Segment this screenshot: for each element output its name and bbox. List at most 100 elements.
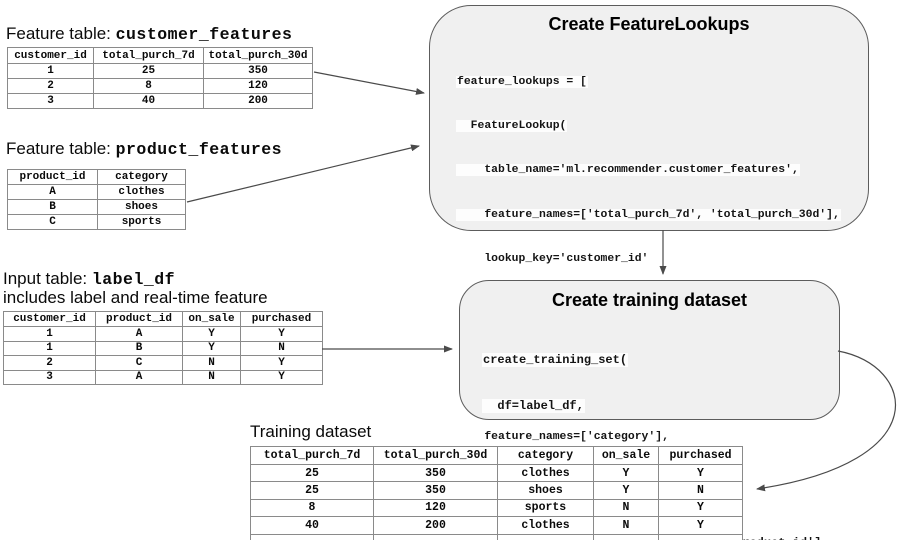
table-cell: 1 xyxy=(3,326,96,342)
table-cell: C xyxy=(7,214,98,230)
column-header: purchased xyxy=(240,311,323,327)
table-cell: A xyxy=(95,369,183,385)
table-row: 2 8 120 xyxy=(7,78,313,94)
customer-features-title-prefix: Feature table: xyxy=(6,24,116,43)
create-training-dataset-box: Create training dataset create_training_… xyxy=(459,280,840,540)
table-cell: clothes xyxy=(97,184,186,200)
customer-features-title-name: customer_features xyxy=(115,25,293,44)
table-row: A clothes xyxy=(7,184,186,200)
label-df-title-prefix: Input table: xyxy=(3,269,92,288)
table-cell: 25 xyxy=(250,481,374,500)
table-cell: N xyxy=(182,355,241,371)
table-cell: Y xyxy=(658,463,743,483)
table-cell: 200 xyxy=(373,516,498,535)
table-cell: 40 xyxy=(250,516,374,535)
column-header: customer_id xyxy=(7,47,94,64)
table-cell: 1 xyxy=(7,63,94,79)
table-cell: N xyxy=(593,516,659,535)
code-line: table_name='ml.recommender.customer_feat… xyxy=(456,164,800,177)
training-dataset-table: total_purch_7d total_purch_30d category … xyxy=(250,446,743,540)
table-row: 3 40 200 xyxy=(7,93,313,109)
table-cell: 3 xyxy=(3,369,96,385)
table-cell: Y xyxy=(658,498,743,518)
create-featurelookups-title: Create FeatureLookups xyxy=(548,14,750,34)
table-cell: 25 xyxy=(93,63,204,79)
table-header-row: customer_id total_purch_7d total_purch_3… xyxy=(7,47,313,64)
code-line: lookup_key='customer_id' xyxy=(456,253,650,266)
table-row: 1 B Y N xyxy=(3,340,323,356)
column-header: category xyxy=(497,446,594,465)
create-featurelookups-box: Create FeatureLookups feature_lookups = … xyxy=(429,5,869,532)
code-line: create_training_set( xyxy=(482,353,629,368)
column-header: total_purch_30d xyxy=(373,446,498,465)
table-cell: shoes xyxy=(497,481,594,500)
table-row: 25 350 shoes Y N xyxy=(250,481,743,500)
column-header: total_purch_30d xyxy=(203,47,313,64)
column-header: product_id xyxy=(7,169,98,185)
code-line: feature_names=['total_purch_7d', 'total_… xyxy=(456,208,841,221)
column-header: purchased xyxy=(658,446,743,465)
table-cell: 350 xyxy=(203,63,313,79)
table-cell: 3 xyxy=(7,93,94,109)
table-cell: 120 xyxy=(373,498,498,518)
table-cell: A xyxy=(95,326,183,342)
label-df-title-line: Input table: label_df xyxy=(3,270,268,289)
table-row: 1 A Y Y xyxy=(3,326,323,342)
table-row: 40 200 clothes N Y xyxy=(250,516,743,535)
product-features-title-name: product_features xyxy=(115,140,283,159)
table-cell: Y xyxy=(240,369,323,385)
column-header: total_purch_7d xyxy=(250,446,374,465)
code-line: df=label_df, xyxy=(482,399,585,414)
label-df-title: Input table: label_df includes label and… xyxy=(3,270,268,307)
table-row: 8 120 sports N Y xyxy=(250,498,743,518)
table-cell: B xyxy=(7,199,98,215)
table-cell: Y xyxy=(182,326,241,342)
customer-features-table: customer_id total_purch_7d total_purch_3… xyxy=(7,47,313,109)
table-cell: N xyxy=(240,340,323,356)
table-cell: shoes xyxy=(97,199,186,215)
table-cell: 8 xyxy=(250,498,374,518)
arrow-customer-table-to-lookups xyxy=(313,71,425,95)
table-cell: 2 xyxy=(3,355,96,371)
table-row-partial xyxy=(250,533,743,540)
column-header: total_purch_7d xyxy=(93,47,204,64)
table-header-row: total_purch_7d total_purch_30d category … xyxy=(250,446,743,465)
table-cell: sports xyxy=(97,214,186,230)
column-header: on_sale xyxy=(593,446,659,465)
table-cell: clothes xyxy=(497,516,594,535)
product-features-title: Feature table: product_features xyxy=(6,140,282,159)
table-cell: 200 xyxy=(203,93,313,109)
table-cell: N xyxy=(182,369,241,385)
table-row: B shoes xyxy=(7,199,186,215)
table-cell: Y xyxy=(658,516,743,535)
table-cell: N xyxy=(658,481,743,500)
table-cell: N xyxy=(593,498,659,518)
table-cell: C xyxy=(95,355,183,371)
table-header-row: product_id category xyxy=(7,169,186,185)
customer-features-title: Feature table: customer_features xyxy=(6,25,292,44)
label-df-title-name: label_df xyxy=(91,270,176,289)
table-header-row: customer_id product_id on_sale purchased xyxy=(3,311,323,327)
table-cell: Y xyxy=(240,326,323,342)
label-df-table: customer_id product_id on_sale purchased… xyxy=(3,311,323,385)
table-cell: Y xyxy=(593,463,659,483)
table-cell: 25 xyxy=(250,463,374,483)
table-cell: 350 xyxy=(373,463,498,483)
create-training-dataset-title: Create training dataset xyxy=(551,290,748,310)
table-cell: 120 xyxy=(203,78,313,94)
table-cell: A xyxy=(7,184,98,200)
code-line: feature_lookups = [ xyxy=(456,75,588,88)
table-row: C sports xyxy=(7,214,186,230)
table-cell: Y xyxy=(593,481,659,500)
column-header: product_id xyxy=(95,311,183,327)
column-header: on_sale xyxy=(182,311,241,327)
label-df-subtitle: includes label and real-time feature xyxy=(3,288,268,307)
column-header: category xyxy=(97,169,186,185)
table-row: 3 A N Y xyxy=(3,369,323,385)
table-cell: B xyxy=(95,340,183,356)
table-cell: Y xyxy=(240,355,323,371)
table-cell: 40 xyxy=(93,93,204,109)
column-header: customer_id xyxy=(3,311,96,327)
table-row: 1 25 350 xyxy=(7,63,313,79)
